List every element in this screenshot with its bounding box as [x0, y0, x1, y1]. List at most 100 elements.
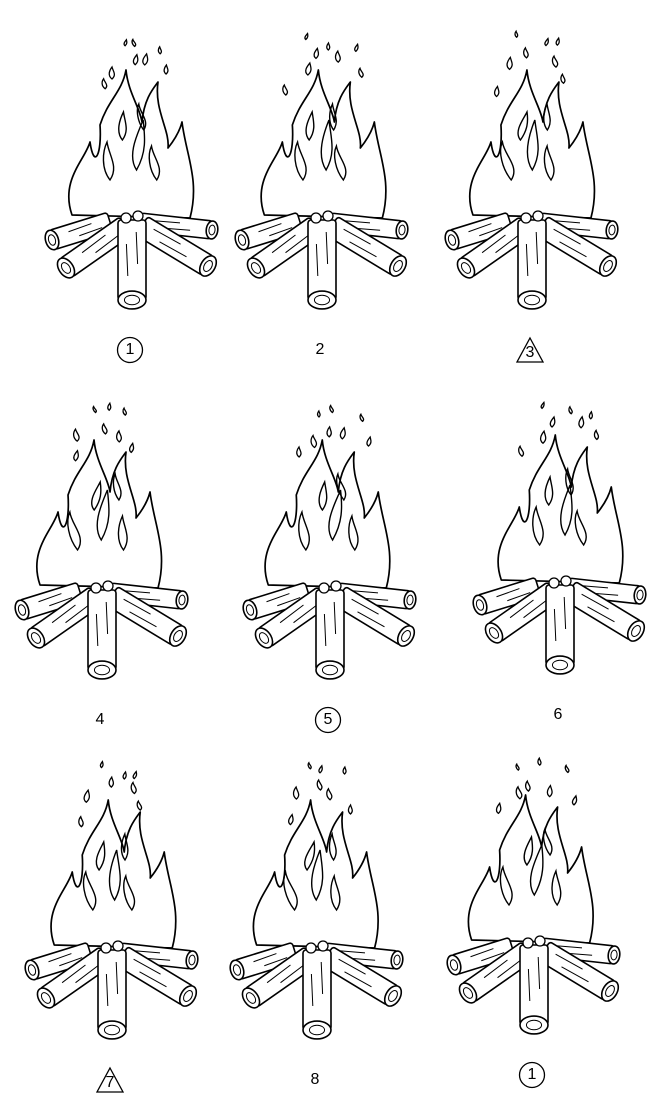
log-front-center	[315, 589, 345, 680]
log-end	[383, 985, 403, 1007]
logs	[44, 210, 219, 310]
spark	[588, 410, 594, 420]
log-end	[605, 220, 619, 240]
log-body	[97, 949, 127, 1031]
spark	[132, 770, 138, 780]
log-ring	[60, 262, 72, 274]
marker-shape-icon	[515, 336, 545, 363]
log-front-right	[538, 941, 620, 1002]
flame-body	[67, 69, 195, 219]
flames	[468, 29, 596, 219]
log-end	[403, 590, 417, 610]
log-front-right	[136, 216, 218, 277]
spark	[288, 813, 294, 826]
triangle-shape	[95, 1066, 125, 1093]
log-body	[307, 219, 337, 301]
circle-shape	[314, 706, 342, 734]
spark	[339, 426, 346, 440]
flames	[264, 404, 391, 589]
log-end	[234, 229, 250, 251]
spark	[515, 785, 523, 800]
frame-3: 3	[430, 29, 630, 370]
flames	[50, 760, 177, 949]
flame-tongue	[131, 119, 146, 172]
frame-number-marker: 7	[95, 1065, 125, 1095]
log-end	[205, 220, 219, 240]
frame-number: 7	[105, 1074, 115, 1091]
flame-tongue	[348, 513, 359, 552]
log-ring	[173, 630, 183, 642]
spark	[514, 29, 519, 39]
log-knot	[310, 212, 322, 224]
spark	[296, 445, 302, 458]
log-end	[24, 959, 40, 981]
log-knot	[100, 942, 112, 954]
bark-lines	[61, 964, 100, 984]
log-front-left	[246, 217, 322, 279]
spark	[523, 46, 529, 59]
circle-shape	[116, 336, 144, 364]
log-ring	[250, 262, 262, 274]
bark-lines	[483, 959, 522, 979]
spark	[122, 770, 127, 780]
spark	[304, 32, 309, 41]
campfire	[14, 401, 189, 680]
frame-6: 6	[458, 395, 658, 735]
frame-label: 4	[0, 700, 200, 740]
frame-label: 7	[10, 1060, 210, 1100]
spark	[493, 85, 500, 98]
frame-number: 4	[95, 711, 105, 728]
flames	[497, 400, 624, 584]
spark	[142, 52, 149, 66]
log-back-left	[14, 582, 84, 621]
bark-lines	[125, 231, 139, 277]
log-end	[56, 257, 76, 279]
marker-shape-icon	[518, 1061, 546, 1089]
spark	[564, 763, 570, 774]
log-end	[444, 229, 460, 251]
frame-number-marker: 2	[305, 335, 335, 365]
log-ring	[603, 260, 613, 272]
log-front-left	[26, 587, 102, 649]
frame-number: 3	[525, 344, 535, 361]
log-ring	[313, 294, 331, 306]
log-knot	[522, 937, 534, 949]
log-body	[302, 949, 332, 1031]
bark-lines	[527, 956, 541, 1002]
spark	[555, 36, 560, 46]
frame-number-marker: 5	[313, 705, 343, 735]
frame-7: 7	[10, 760, 210, 1100]
log-front-right	[116, 946, 198, 1007]
spark	[326, 787, 333, 801]
frame-5: 5	[228, 400, 428, 740]
spark	[307, 761, 312, 770]
bark-lines	[48, 953, 83, 967]
spark	[99, 760, 104, 769]
flames	[252, 761, 379, 949]
log-end	[26, 627, 46, 649]
bark-lines	[266, 593, 301, 607]
marker-shape-icon	[314, 706, 342, 734]
log-end	[14, 599, 30, 621]
log-back-left	[446, 937, 516, 976]
campfire	[242, 404, 417, 680]
spark	[83, 788, 91, 804]
log-ring	[393, 954, 401, 966]
spark	[571, 794, 578, 806]
spark	[366, 435, 372, 447]
flame-tongue	[328, 489, 343, 542]
spark	[108, 65, 116, 80]
bark-lines	[323, 601, 337, 647]
logs	[472, 575, 647, 675]
logs	[229, 940, 404, 1040]
bark-lines	[509, 599, 548, 619]
log-knot	[520, 212, 532, 224]
bark-lines	[68, 223, 103, 237]
campfire-drawing	[24, 760, 199, 1040]
flame-tongue	[283, 869, 298, 912]
spark	[359, 412, 365, 423]
spark	[128, 441, 135, 454]
log-ring	[27, 964, 37, 976]
log-ring	[123, 294, 141, 306]
log-body	[87, 589, 117, 671]
